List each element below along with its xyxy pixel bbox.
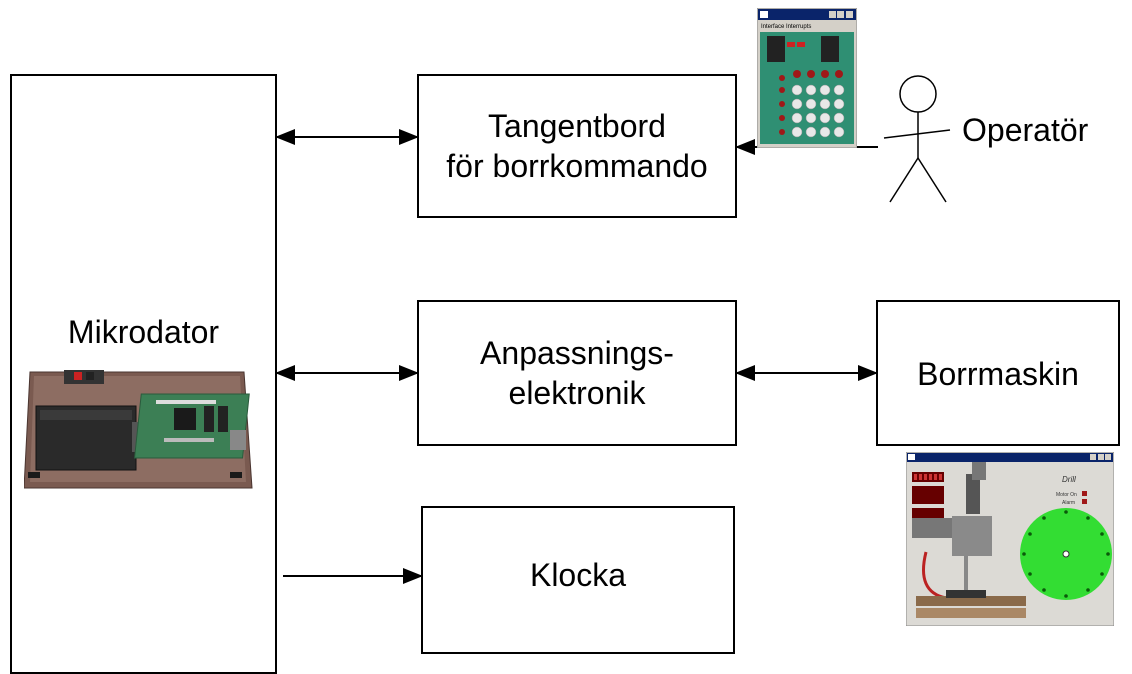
mikrodator-label: Mikrodator bbox=[67, 314, 220, 350]
borrmaskin-box bbox=[876, 300, 1120, 446]
drill-indicator-alarm: Alarm bbox=[1062, 500, 1075, 506]
operator-stick-figure-icon bbox=[883, 75, 951, 203]
tangentbord-label-line1: Tangentbord bbox=[488, 108, 666, 144]
keypad-window-screenshot: Interface Interrupts bbox=[757, 8, 857, 148]
microcomputer-board-photo bbox=[24, 370, 253, 489]
klocka-label: Klocka bbox=[529, 557, 627, 593]
drill-indicator-motor: Motor On bbox=[1056, 492, 1077, 498]
drill-window-screenshot: Drill Motor On Alarm bbox=[906, 452, 1114, 626]
operator-label: Operatör bbox=[962, 112, 1089, 148]
borrmaskin-label: Borrmaskin bbox=[917, 356, 1079, 392]
drill-window-title: Drill bbox=[1062, 475, 1076, 484]
tangentbord-label-line2: för borrkommando bbox=[446, 148, 708, 184]
klocka-box bbox=[421, 506, 735, 654]
anpassning-label-line2: elektronik bbox=[508, 375, 646, 411]
anpassning-label-line1: Anpassnings- bbox=[480, 335, 674, 371]
keypad-window-menu: Interface Interrupts bbox=[761, 24, 811, 30]
tangentbord-box bbox=[417, 74, 737, 218]
anpassning-box bbox=[417, 300, 737, 446]
